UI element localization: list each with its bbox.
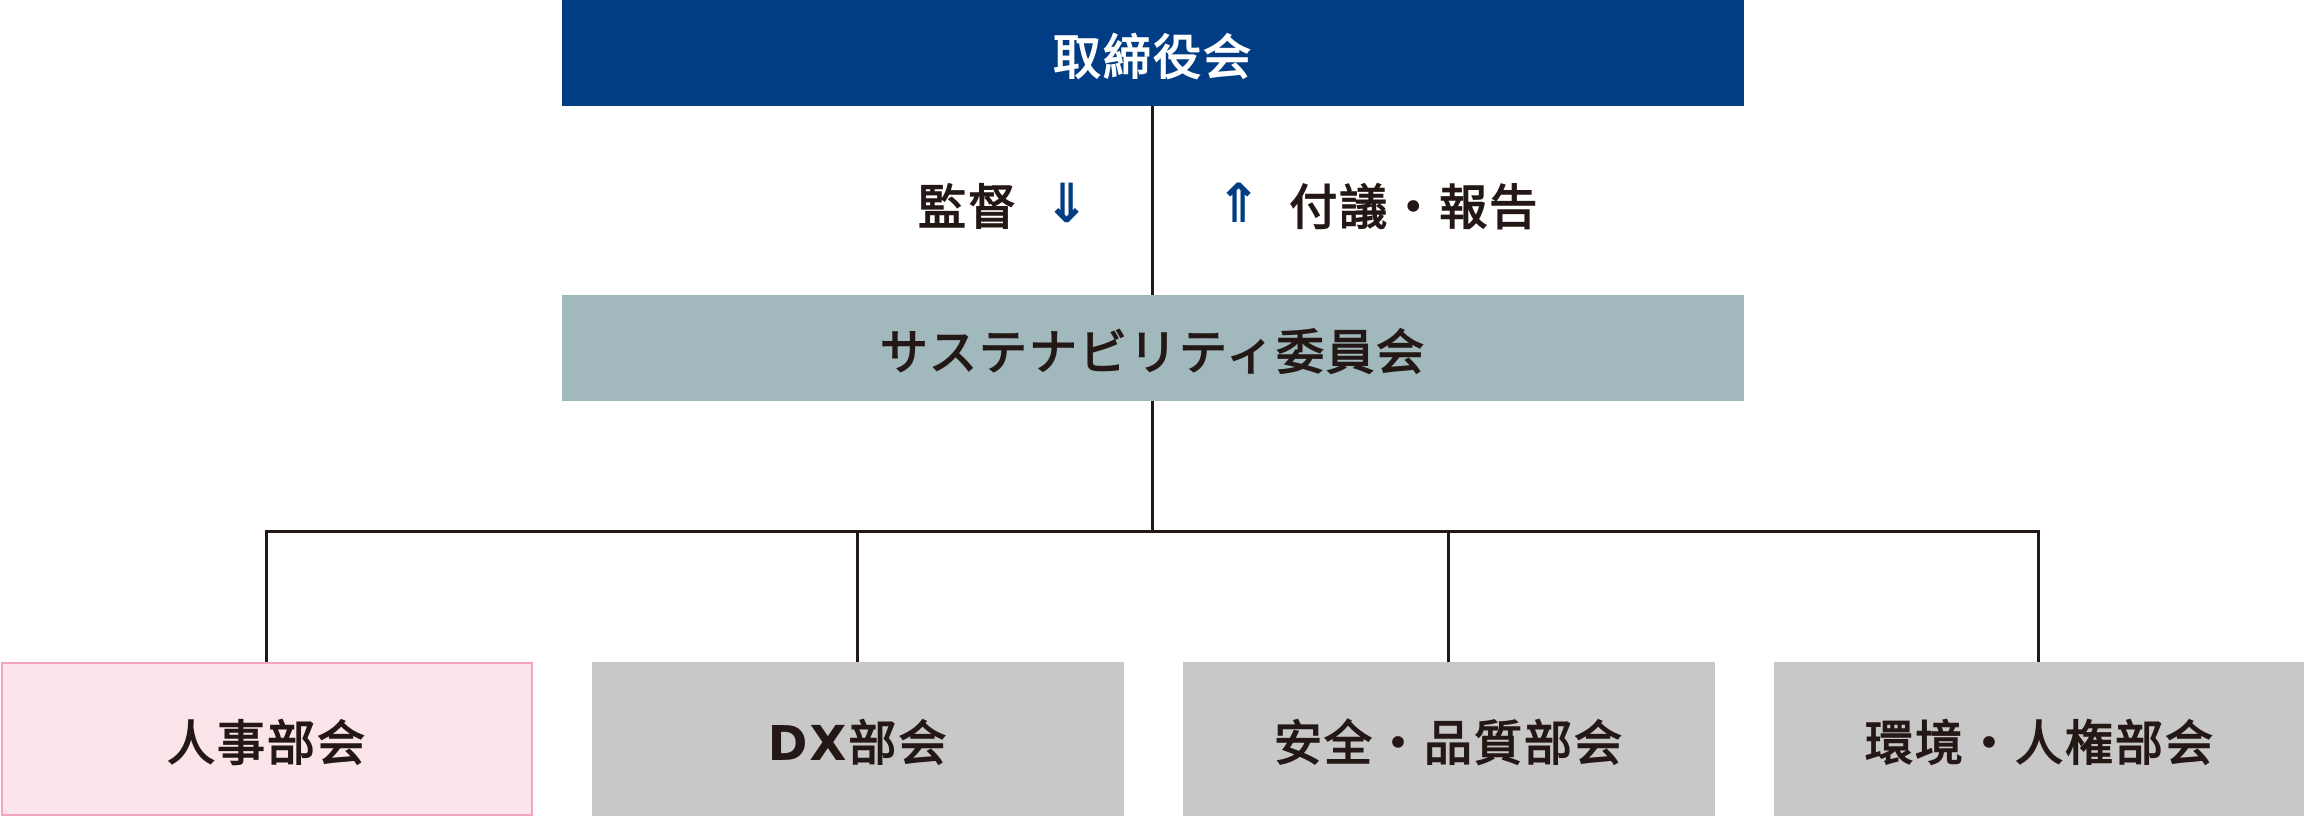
sustainability-committee-box: サステナビリティ委員会 (562, 295, 1744, 401)
report-text: 付議・報告 (1289, 180, 1540, 236)
connector-drop-hr (265, 530, 268, 662)
committee-label: サステナビリティ委員会 (879, 325, 1427, 381)
connector-board-committee (1151, 106, 1154, 295)
connector-drop-env (2037, 530, 2040, 662)
up-arrow-icon: ⇑ (1216, 171, 1264, 235)
supervision-label: 監督 ⇓ (918, 168, 1091, 238)
subcommittee-hr-label: 人事部会 (166, 716, 367, 772)
subcommittee-dx-box: DX部会 (592, 662, 1124, 816)
subcommittee-environment-human-rights-label: 環境・人権部会 (1864, 716, 2215, 772)
supervision-text: 監督 (918, 180, 1019, 236)
connector-drop-safety (1447, 530, 1450, 662)
connector-committee-bus (1151, 401, 1154, 532)
subcommittee-safety-quality-label: 安全・品質部会 (1273, 716, 1624, 772)
connector-bus-horizontal (265, 530, 2040, 533)
subcommittee-hr-box: 人事部会 (1, 662, 533, 816)
subcommittee-safety-quality-box: 安全・品質部会 (1183, 662, 1715, 816)
report-label: ⇑ 付議・報告 (1216, 168, 1539, 238)
subcommittee-environment-human-rights-box: 環境・人権部会 (1774, 662, 2304, 816)
board-label: 取締役会 (1052, 30, 1253, 86)
connector-drop-dx (856, 530, 859, 662)
down-arrow-icon: ⇓ (1044, 171, 1092, 235)
board-of-directors-box: 取締役会 (562, 0, 1744, 106)
subcommittee-dx-label: DX部会 (767, 716, 949, 772)
